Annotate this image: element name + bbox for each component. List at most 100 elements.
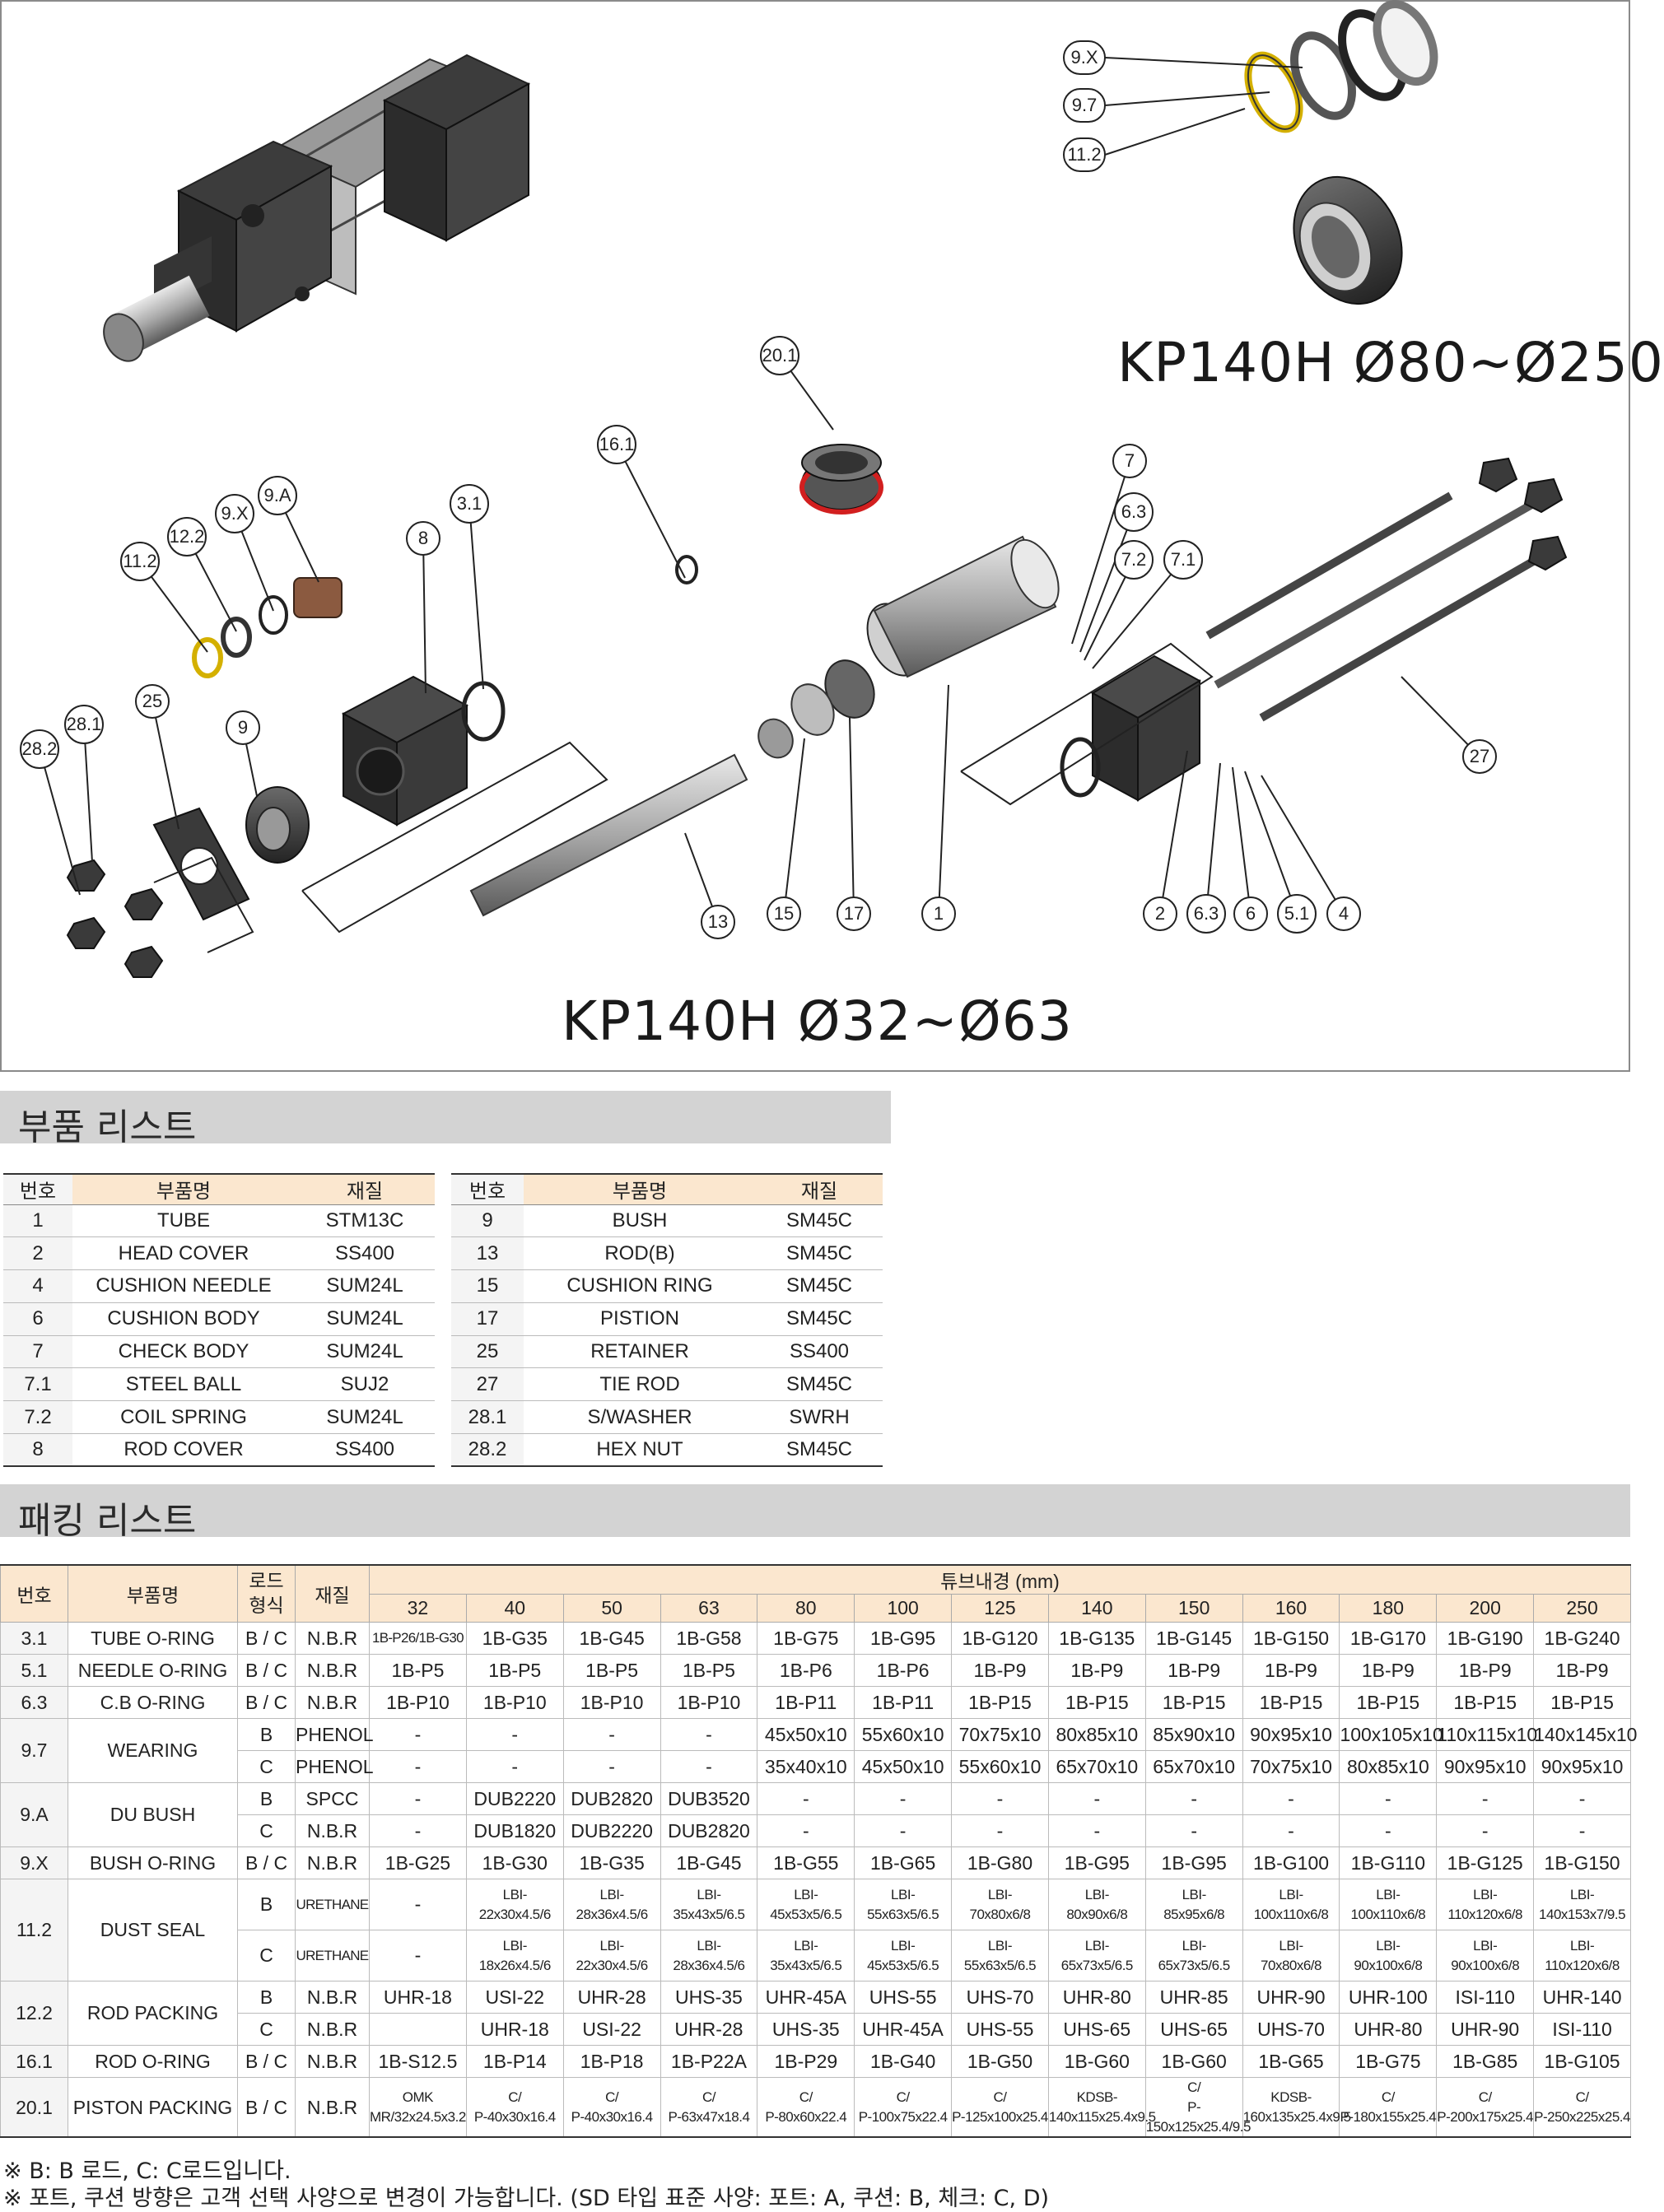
packing-value: UHS-55 (951, 2013, 1049, 2046)
model-label-large: KP140H Ø80~Ø250 (1117, 331, 1664, 394)
callout-bubble (167, 517, 207, 556)
packing-material: PHENOL (295, 1718, 374, 1751)
callout-bubble (1233, 896, 1268, 931)
part-no: 28.2 (451, 1433, 524, 1468)
callout-label: 5.1 (1284, 903, 1310, 924)
callout-bubble (1114, 540, 1154, 580)
packing-value: C/ P-80x60x22.4 (757, 2077, 855, 2139)
packing-value: 1B-G120 (951, 1622, 1049, 1655)
part-name: TIE ROD (524, 1367, 756, 1402)
packing-no: 5.1 (0, 1654, 68, 1687)
packing-value: 1B-G85 (1436, 2045, 1535, 2078)
col-tube-bore: 튜브내경 (mm) (369, 1564, 1631, 1595)
part-no: 7.1 (3, 1367, 72, 1402)
packing-value: 1B-P9 (1047, 1654, 1146, 1687)
packing-rod-type: B (237, 1879, 296, 1930)
packing-value: C/ P-40x30x16.4 (562, 2077, 661, 2139)
callout-bubble (120, 542, 160, 581)
callout-label: 15 (774, 903, 794, 924)
packing-value: LBI- 90x100x6/8 (1339, 1930, 1438, 1981)
callout-bubble (701, 905, 735, 939)
callout-label: 3.1 (457, 493, 482, 514)
callout-label: 9.X (221, 503, 248, 524)
part-no: 13 (451, 1236, 524, 1271)
packing-material: N.B.R (295, 1654, 370, 1687)
callout-leader (1205, 762, 1221, 915)
packing-value: LBI- 100x110x6/8 (1242, 1879, 1340, 1930)
callout-bubble (64, 705, 104, 744)
callout-bubble (215, 494, 254, 533)
packing-value: LBI- 70x80x6/8 (951, 1879, 1049, 1930)
packing-rod-type: B (237, 1782, 296, 1815)
svg-text:11.2: 11.2 (1067, 144, 1101, 165)
packing-no: 9.X (0, 1846, 68, 1879)
packing-value: 1B-P11 (854, 1686, 953, 1719)
packing-material: N.B.R (295, 1981, 370, 2014)
col-no: 번호 (451, 1173, 524, 1205)
packing-value: C/ P-150x125x25.4/9.5 (1144, 2077, 1251, 2139)
packing-name: C.B O-RING (68, 1686, 238, 1719)
part-no: 1 (3, 1204, 72, 1238)
callout-leader (1159, 750, 1188, 915)
packing-value: - (562, 1750, 661, 1783)
packing-value: UHS-65 (1047, 2013, 1146, 2046)
col-size: 140 (1047, 1594, 1146, 1623)
packing-name: DU BUSH (68, 1782, 238, 1847)
col-size: 125 (951, 1594, 1049, 1623)
packing-value: C/ P-200x175x25.4 (1436, 2077, 1535, 2139)
packing-material: N.B.R (295, 2045, 370, 2078)
callout-label: 9.A (263, 485, 291, 505)
packing-value: 80x85x10 (1047, 1718, 1146, 1751)
callout-label: 27 (1470, 746, 1489, 766)
callout-bubble (450, 484, 489, 524)
part-no: 25 (451, 1335, 524, 1369)
packing-value: 1B-P6 (854, 1654, 953, 1687)
packing-value: LBI- 28x36x4.5/6 (660, 1930, 758, 1981)
part-name: STEEL BALL (72, 1367, 295, 1402)
packing-value: 65x70x10 (1144, 1750, 1243, 1783)
packing-value: 1B-G30 (465, 1846, 564, 1879)
packing-value: UHR-45A (854, 2013, 953, 2046)
packing-value: LBI- 18x26x4.5/6 (465, 1930, 564, 1981)
packing-value: 1B-G95 (1047, 1846, 1146, 1879)
packing-value: LBI- 70x80x6/8 (1242, 1930, 1340, 1981)
packing-value: - (1242, 1814, 1340, 1847)
packing-value: LBI- 140x153x7/9.5 (1533, 1879, 1631, 1930)
col-rod-type: 로드 형식 (237, 1564, 296, 1623)
callout-label: 7 (1125, 450, 1135, 471)
part-name: HEX NUT (524, 1433, 756, 1468)
packing-value: 1B-G65 (1242, 2045, 1340, 2078)
col-size: 63 (660, 1594, 758, 1623)
packing-no: 3.1 (0, 1622, 68, 1655)
col-name: 부품명 (68, 1564, 238, 1623)
packing-name: DUST SEAL (68, 1879, 238, 1981)
part-material: SM45C (756, 1204, 883, 1238)
packing-value: UHS-35 (660, 1981, 758, 2014)
packing-value: 70x75x10 (1242, 1750, 1340, 1783)
callout-leader (1261, 775, 1345, 915)
col-no: 번호 (3, 1173, 72, 1205)
packing-material: N.B.R (295, 2013, 370, 2046)
part-material: SM45C (756, 1367, 883, 1402)
packing-value: - (757, 1814, 855, 1847)
packing-value: 1B-P5 (562, 1654, 661, 1687)
part-no: 15 (451, 1269, 524, 1303)
packing-material: N.B.R (295, 1846, 370, 1879)
callout-leader (1244, 771, 1298, 915)
packing-value: 55x60x10 (951, 1750, 1049, 1783)
callout-leader (783, 738, 805, 915)
callout-bubble (1143, 896, 1177, 931)
packing-value: 1B-P5 (465, 1654, 564, 1687)
callout-bubble (1114, 492, 1154, 532)
col-size: 32 (369, 1594, 467, 1623)
packing-value: UHS-35 (757, 2013, 855, 2046)
